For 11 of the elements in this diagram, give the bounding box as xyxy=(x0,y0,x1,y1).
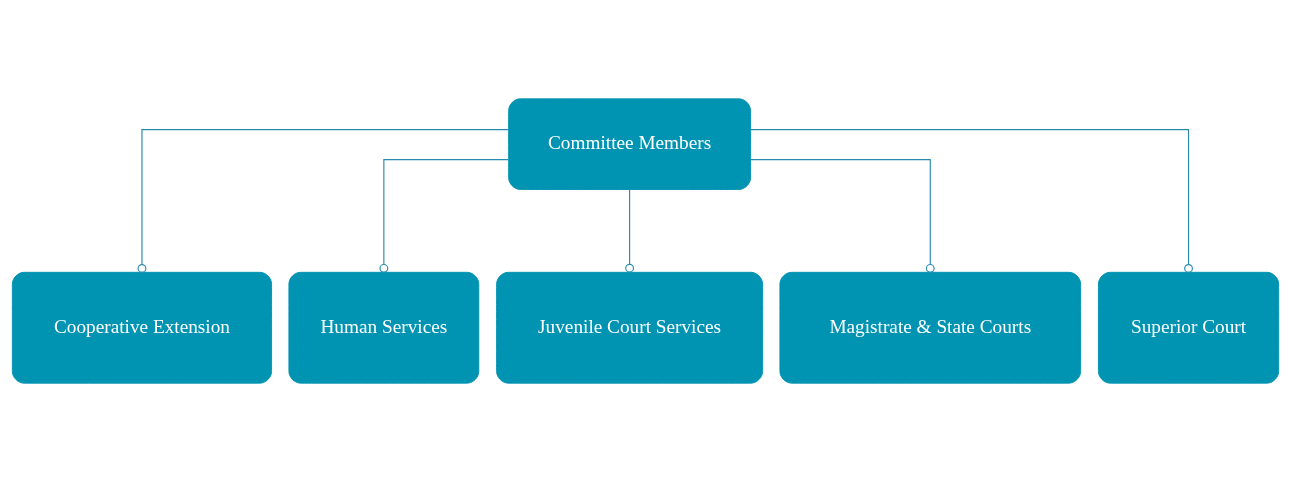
connector xyxy=(137,128,509,273)
node-box: Juvenile Court Services xyxy=(496,271,764,384)
node-box: Superior Court xyxy=(1097,271,1280,384)
node-box: Committee Members xyxy=(508,97,751,190)
connector xyxy=(750,158,935,273)
node-box: Magistrate & State Courts xyxy=(779,271,1082,384)
connector xyxy=(750,128,1193,273)
node-box: Cooperative Extension xyxy=(11,271,273,384)
connector xyxy=(625,188,635,273)
node-box: Human Services xyxy=(288,271,480,384)
connector xyxy=(379,158,510,273)
